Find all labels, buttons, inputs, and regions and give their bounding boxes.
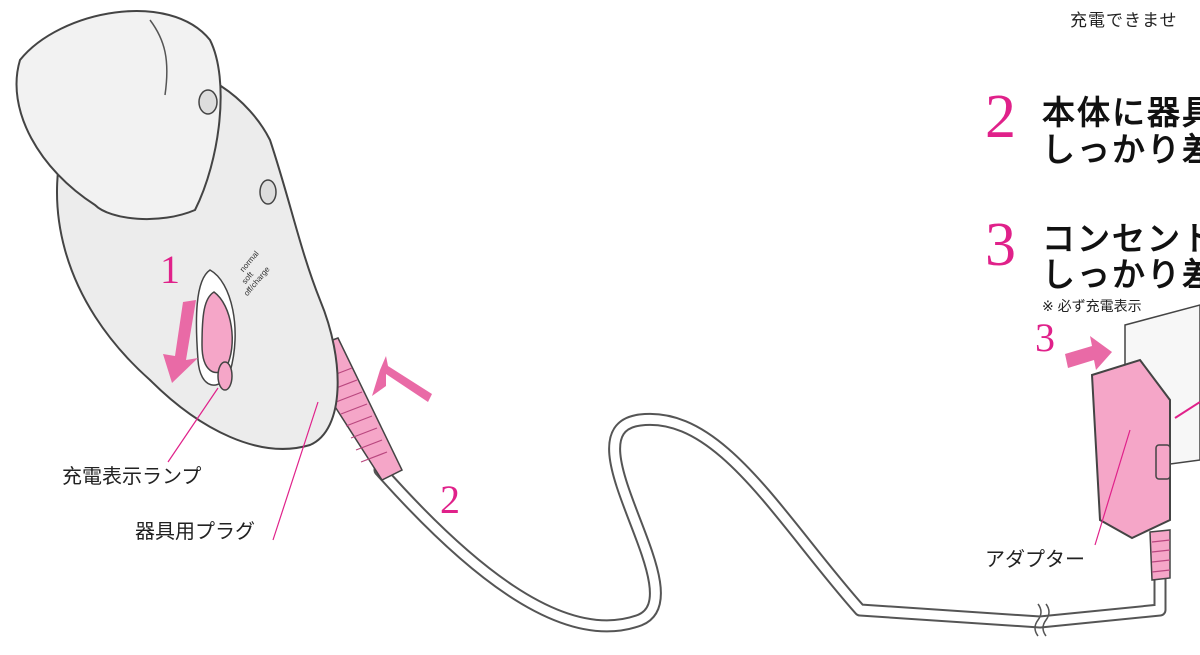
marker-2: 2 bbox=[440, 477, 460, 522]
arrow-down-icon bbox=[163, 300, 198, 383]
top-note: 充電できませ bbox=[1070, 11, 1178, 30]
step3-number: 3 bbox=[985, 211, 1016, 279]
adapter-shape bbox=[1090, 304, 1200, 581]
power-cord bbox=[373, 412, 1167, 637]
leader-charge-lamp bbox=[167, 387, 219, 463]
callout-charge-lamp: 充電表示ランプ bbox=[62, 466, 202, 488]
step2-line1: 本体に器具 bbox=[1042, 94, 1200, 131]
arrow-upleft-icon bbox=[372, 356, 432, 402]
callout-device-plug: 器具用プラグ bbox=[135, 521, 255, 543]
step3-note: ※ 必ず充電表示 bbox=[1042, 298, 1142, 314]
step2-line2: しっかり差 bbox=[1042, 131, 1200, 168]
step2-number: 2 bbox=[985, 83, 1016, 151]
leader-adapter bbox=[1094, 429, 1131, 546]
step3-line1: コンセント bbox=[1042, 220, 1200, 257]
epilator-body bbox=[15, 10, 339, 450]
callout-adapter: アダプター bbox=[985, 549, 1085, 571]
leader-device-plug bbox=[272, 401, 319, 541]
marker-1: 1 bbox=[160, 247, 180, 292]
step3-line2: しっかり差 bbox=[1042, 256, 1200, 293]
arrow-right-icon bbox=[1065, 336, 1112, 370]
marker-3: 3 bbox=[1035, 315, 1055, 360]
